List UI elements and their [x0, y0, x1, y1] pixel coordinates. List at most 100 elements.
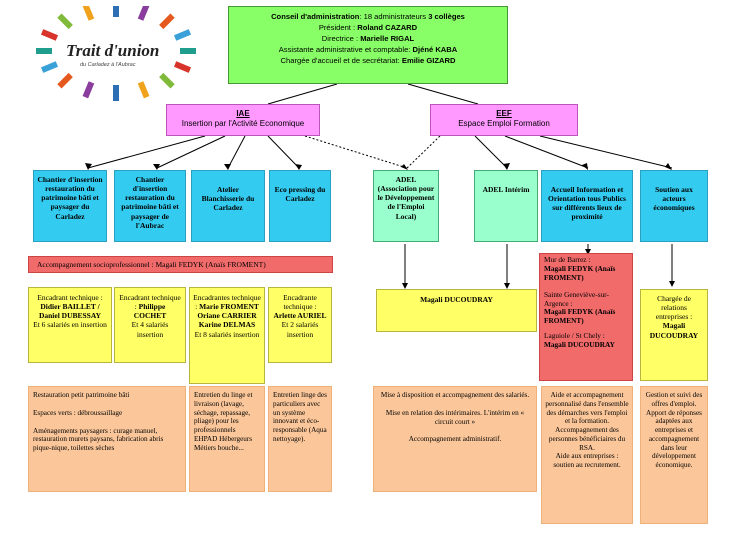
desc-text: Restauration petit patrimoine bâti: [33, 391, 130, 399]
staff-note: Et 2 salariés insertion: [281, 320, 319, 339]
logo-ray: [159, 13, 175, 30]
unit-title: Chantier d'insertion restauration du pat…: [37, 175, 103, 221]
president-label: Président :: [318, 23, 358, 32]
arrowhead: [224, 164, 231, 170]
staff-note: Et 6 salariés en insertion: [33, 320, 107, 330]
desc-text: Espaces verts : débroussaillage: [33, 408, 123, 417]
unit-title: ADEL Intérim: [482, 185, 530, 194]
accompagnement-label: Accompagnement socioprofessionnel :: [37, 260, 156, 269]
logo-rays: [36, 6, 196, 101]
connector-eef-adel: [406, 135, 441, 169]
unit-title: Atelier Blanchisserie du Carladez: [201, 185, 255, 213]
iae-box: IAE Insertion par l'Activité Economique: [166, 104, 320, 136]
connector-iae-unit4: [267, 135, 300, 169]
desc-text: Gestion et suivi des offres d'emploi. Ap…: [645, 391, 703, 470]
desc-adel: Mise à disposition et accompagnement des…: [373, 386, 537, 492]
staff-name: Marie FROMENT Oriane CARRIER Karine DELM…: [197, 302, 259, 330]
unit-blanchisserie: Atelier Blanchisserie du Carladez: [191, 170, 265, 242]
iae-title: IAE: [236, 109, 250, 118]
unit-title: Eco pressing du Carladez: [274, 185, 326, 204]
connector-board-iae: [267, 83, 338, 105]
logo-ray: [173, 29, 192, 41]
connector-eef-interim: [474, 135, 508, 169]
logo-ray: [173, 61, 192, 73]
unit-title: Chantier d'insertion restauration du pat…: [121, 175, 179, 230]
desc-text: Aménagements paysagers : curage manuel, …: [33, 426, 164, 453]
place-contact: Magali FEDYK (Anaïs FROMENT): [544, 263, 616, 282]
connector-iae-adel: [304, 135, 408, 169]
staff-carladez: Encadrant technique : Didier BAILLET / D…: [28, 287, 112, 363]
directrice-name: Marielle RIGAL: [360, 34, 415, 43]
staff-name: Philippe COCHET: [133, 302, 167, 321]
logo-subtitle: du Carladez à l'Aubrac: [80, 62, 136, 68]
arrowhead: [402, 283, 408, 289]
logo-ray: [113, 6, 119, 17]
assistante-name: Djéné KABA: [412, 45, 458, 54]
board-line1-label: Conseil d'administration: [271, 12, 360, 21]
place-contact: Magali FEDYK (Anaïs FROMENT): [544, 307, 616, 326]
iae-subtitle: Insertion par l'Activité Economique: [181, 118, 305, 128]
logo-ray: [137, 81, 150, 99]
desc-restauration: Restauration petit patrimoine bâti Espac…: [28, 386, 186, 492]
accompagnement-name: Magali FEDYK (Anaïs FROMENT): [155, 260, 266, 269]
arrowhead: [503, 163, 510, 170]
arrowhead: [504, 283, 510, 289]
staff-role: Encadrante technique :: [283, 293, 317, 312]
logo-ray: [57, 72, 73, 89]
unit-accueil: Accueil Information et Orientation tous …: [541, 170, 633, 242]
unit-title: Accueil Information et Orientation tous …: [548, 185, 626, 222]
chargee-name: Emilie GIZARD: [401, 56, 456, 65]
adel-staff-name: Magali DUCOUDRAY: [420, 295, 493, 304]
assistante-label: Assistante administrative et comptable:: [278, 45, 413, 54]
staff-blanchisserie: Encadrantes technique : Marie FROMENT Or…: [189, 287, 265, 384]
logo-title: Trait d'union: [66, 41, 160, 60]
staff-role: Encadrantes technique :: [193, 293, 261, 312]
staff-role: Encadrant technique :: [119, 293, 181, 312]
desc-text: Mise en relation des intérimaires. L'int…: [385, 408, 525, 426]
arrowhead: [669, 281, 675, 287]
unit-chantier-aubrac: Chantier d'insertion restauration du pat…: [114, 170, 186, 242]
arrowhead: [582, 163, 588, 170]
staff-name: Arlette AURIEL: [273, 311, 327, 321]
logo-ray: [137, 6, 150, 21]
board-colleges: 3 collèges: [428, 12, 465, 21]
desc-text: Mise à disposition et accompagnement des…: [380, 391, 530, 399]
staff-name: Didier BAILLET / Daniel DUBESSAY: [38, 302, 102, 321]
logo-ray: [40, 29, 59, 41]
desc-text: Accompagnement des personnes bénéficiair…: [548, 426, 626, 452]
desc-text: Entretien linge des particuliers avec un…: [273, 391, 327, 443]
connector-iae-unit3: [227, 135, 246, 169]
desc-text: Aide aux entreprises : soutien au recrut…: [553, 452, 621, 470]
arrowhead: [401, 164, 408, 170]
connector-iae-unit2: [156, 135, 226, 169]
logo-ray: [180, 48, 196, 54]
accompagnement-bar: Accompagnement socioprofessionnel : Maga…: [28, 256, 333, 273]
logo-ray: [57, 13, 73, 30]
staff-note: Et 8 salariés insertion: [194, 329, 260, 339]
logo-ray: [82, 81, 95, 99]
arrowhead: [85, 163, 92, 170]
directrice-label: Directrice :: [321, 34, 361, 43]
logo-ray: [159, 72, 175, 89]
unit-eco-pressing: Eco pressing du Carladez: [269, 170, 331, 242]
board-box: Conseil d'administration: 18 administrat…: [228, 6, 508, 84]
desc-linge: Entretien du linge et livraison (lavage,…: [189, 386, 265, 492]
place-label: Sainte Geneviève-sur-Argence :: [544, 289, 609, 308]
desc-text: Aide et accompagnement personnalisé dans…: [545, 391, 629, 426]
desc-text: Accompagnement administratif.: [408, 435, 502, 444]
unit-adel: ADEL (Association pour le Développement …: [373, 170, 439, 242]
arrowhead: [585, 249, 591, 255]
connector-eef-soutien: [539, 135, 673, 169]
staff-adel: Magali DUCOUDRAY: [376, 289, 537, 332]
connector-eef-accueil: [504, 135, 589, 169]
desc-accueil: Aide et accompagnement personnalisé dans…: [541, 386, 633, 524]
soutien-name: Magali DUCOUDRAY: [649, 321, 699, 340]
unit-title: ADEL (Association pour le Développement …: [377, 175, 435, 221]
chargee-label: Chargée d'accueil et de secrétariat:: [280, 56, 402, 65]
desc-text: Entretien du linge et livraison (lavage,…: [194, 391, 253, 452]
desc-pressing: Entretien linge des particuliers avec un…: [268, 386, 332, 492]
eef-subtitle: Espace Emploi Formation: [458, 118, 550, 128]
